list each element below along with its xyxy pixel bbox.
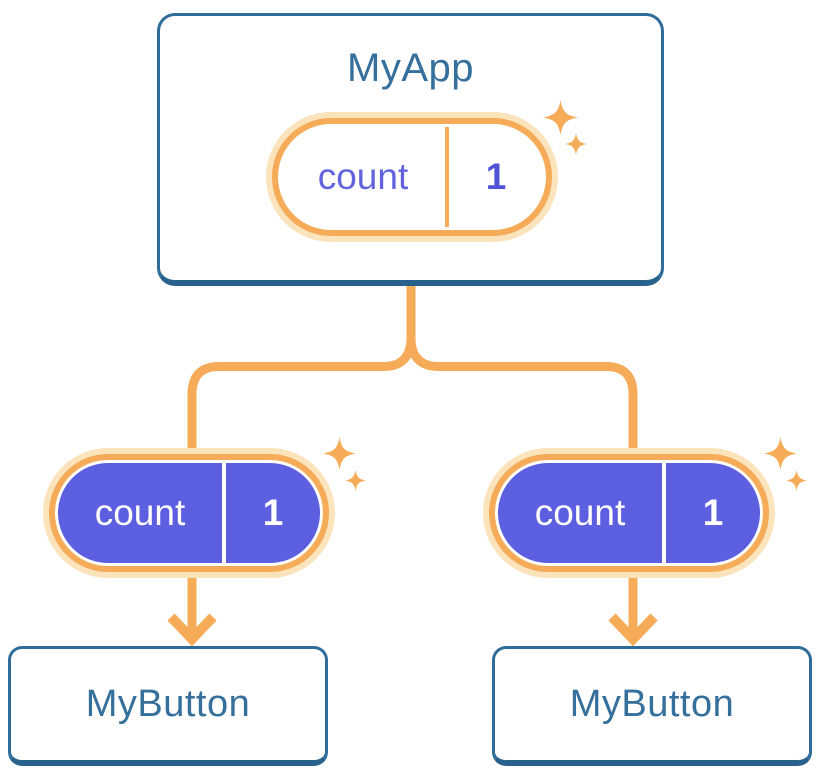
state-pill-ring: count 1 — [49, 454, 329, 572]
sparkle-icon-right-small — [786, 470, 807, 491]
state-value: 1 — [702, 492, 724, 533]
component-title: MyButton — [85, 683, 251, 725]
sparkle-icon-left-large — [323, 437, 356, 470]
state-pill-ring: count 1 — [272, 118, 552, 236]
arrow-down-icon-left — [167, 613, 217, 647]
state-divider — [445, 127, 449, 227]
state-value: 1 — [485, 156, 507, 197]
sparkle-icon-right-large — [764, 437, 797, 470]
state-key: count — [534, 492, 626, 533]
state-pill-root: count 1 — [266, 112, 558, 242]
component-title: MyButton — [569, 683, 735, 725]
state-pill-left-child: count 1 — [43, 448, 335, 578]
sparkle-icon-left-small — [345, 470, 366, 491]
state-pill-right-child: count 1 — [483, 448, 775, 578]
state-key: count — [317, 156, 409, 197]
state-divider — [662, 463, 666, 563]
arrow-down-icon-right — [608, 613, 658, 647]
state-key: count — [94, 492, 186, 533]
component-card-mybutton-left: MyButton — [8, 646, 328, 766]
state-pill-body: count 1 — [498, 463, 760, 563]
state-pill-body: count 1 — [58, 463, 320, 563]
component-card-mybutton-right: MyButton — [492, 646, 812, 766]
state-pill-ring: count 1 — [489, 454, 769, 572]
state-value: 1 — [262, 492, 284, 533]
state-pill-body: count 1 — [281, 127, 543, 227]
component-title: MyApp — [347, 46, 474, 90]
